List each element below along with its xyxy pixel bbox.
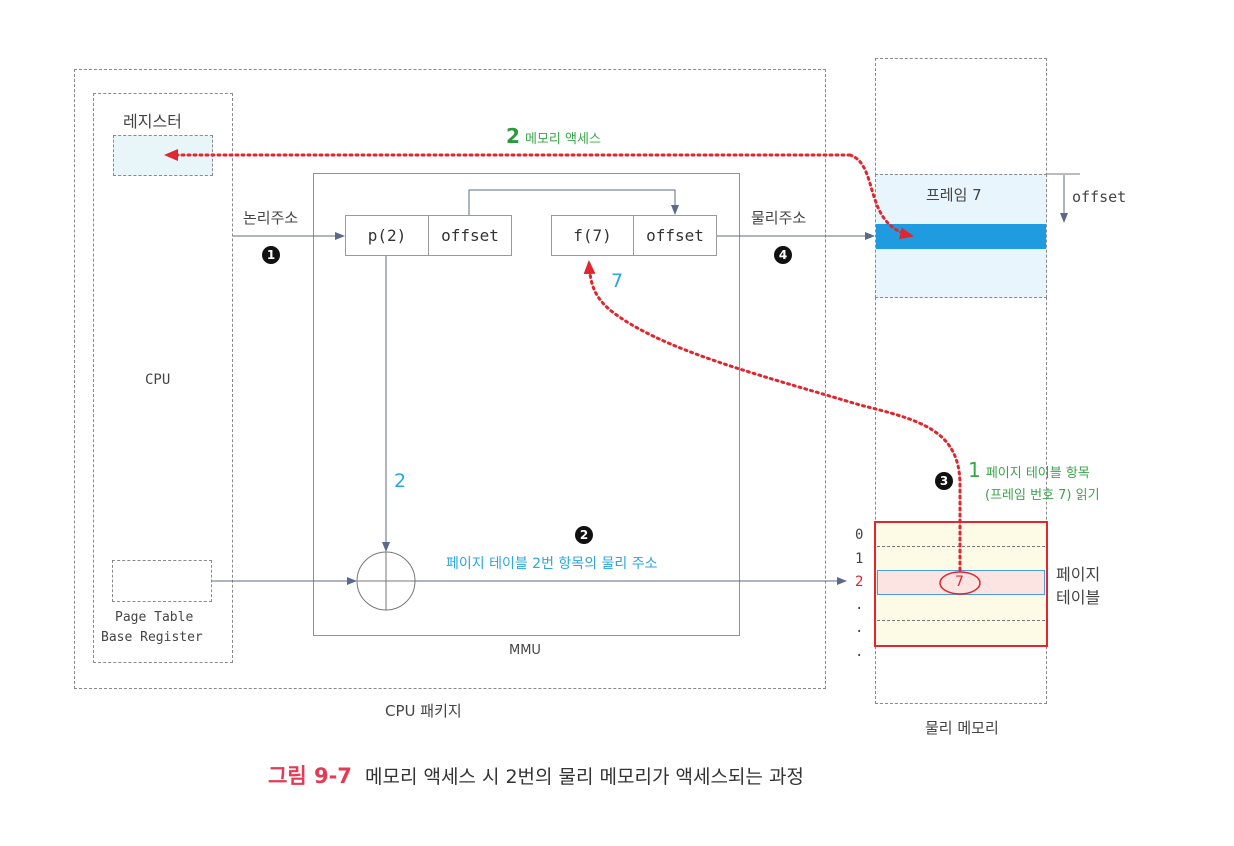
page-table-label-line2: 테이블 (1056, 588, 1101, 607)
register-label: 레지스터 (123, 112, 182, 131)
frame-7-label: 프레임 7 (926, 186, 982, 204)
step-badge-4: 4 (774, 246, 792, 264)
ptbr-box (112, 560, 212, 602)
physical-memory-label: 물리 메모리 (925, 719, 999, 737)
pt-index-1: 1 (855, 551, 864, 567)
offset-copy-arrow (468, 189, 679, 215)
pte-address-caption: 페이지 테이블 2번 항목의 물리 주소 (446, 556, 658, 572)
cpu-box (93, 93, 233, 663)
page-table-label-line1: 페이지 (1056, 565, 1101, 584)
logical-page-cell: p(2) (345, 215, 429, 256)
cpu-package-box (74, 69, 826, 689)
step1-label: 1 페이지 테이블 항목 (968, 458, 1090, 482)
pt-index-dot: . (855, 644, 864, 660)
ptbr-label-line2: Base Register (101, 630, 203, 645)
step1-text-line2: (프레임 번호 7) 읽기 (985, 488, 1100, 503)
page-table-divider (877, 620, 1045, 621)
step-badge-3: 3 (935, 472, 953, 490)
physical-address-label: 물리주소 (751, 209, 807, 227)
cpu-label: CPU (145, 372, 171, 388)
physical-frame-cell: f(7) (551, 215, 634, 256)
frame-number-value: 7 (611, 270, 624, 292)
step1-text-line1: 페이지 테이블 항목 (985, 466, 1090, 481)
pt-index-dot: . (855, 597, 864, 613)
page-index-value: 2 (394, 470, 407, 492)
physical-memory-box (875, 58, 1047, 704)
frame-offset-label: offset (1072, 188, 1127, 206)
step-badge-1: 1 (262, 246, 280, 264)
logical-offset-cell: offset (428, 215, 512, 256)
figure-caption-text: 메모리 액세스 시 2번의 물리 메모리가 액세스되는 과정 (364, 766, 804, 788)
ptbr-label-line1: Page Table (115, 610, 194, 625)
read-pte-dotted-arrow (583, 260, 962, 572)
pt-index-0: 0 (855, 527, 864, 543)
logical-address-label: 논리주소 (243, 209, 299, 227)
mmu-box (313, 173, 740, 636)
selected-entry-value: 7 (955, 574, 964, 590)
step2-text: 메모리 액세스 (525, 132, 601, 147)
step-badge-2: 2 (575, 526, 593, 544)
figure-number: 그림 9-7 (268, 764, 352, 788)
figure-caption: 그림 9-7 메모리 액세스 시 2번의 물리 메모리가 액세스되는 과정 (268, 760, 804, 790)
mmu-label: MMU (509, 643, 541, 658)
memory-access-dotted-arrow (848, 153, 914, 240)
step1-number: 1 (968, 458, 981, 482)
pt-index-2: 2 (855, 574, 864, 590)
selected-entry-ellipse (939, 571, 981, 595)
physical-offset-cell: offset (633, 215, 717, 256)
step2-number: 2 (506, 124, 520, 148)
cpu-package-label: CPU 패키지 (385, 702, 462, 720)
pt-index-dot: . (855, 620, 864, 636)
step2-label: 2 메모리 액세스 (506, 124, 601, 148)
